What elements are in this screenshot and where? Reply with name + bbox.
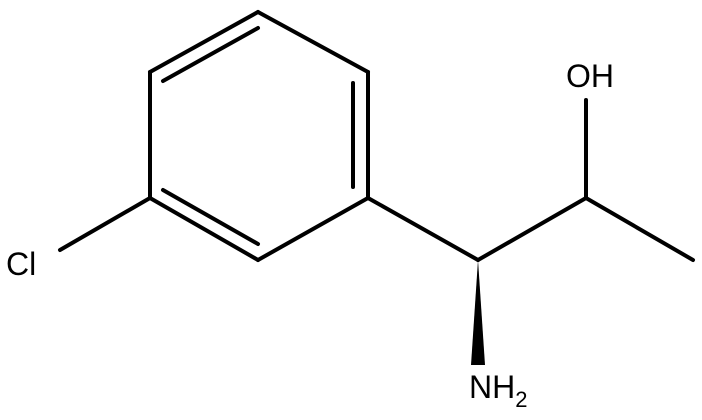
- ring-bond-1: [256, 10, 370, 74]
- benzene-ring: [148, 10, 370, 262]
- ring-to-stereocenter-bond: [366, 196, 480, 262]
- ring-inner-double-1: [161, 26, 260, 83]
- amine-label-subscript: 2: [515, 387, 527, 412]
- chlorine-label: Cl: [6, 246, 36, 282]
- amine-label-main: NH: [469, 369, 515, 405]
- stereocenter-to-carbinol-bond: [476, 196, 588, 262]
- cl-bond: [58, 196, 152, 252]
- amine-label: NH2: [469, 369, 527, 412]
- ring-bond-4: [148, 196, 260, 262]
- ring-bond-3: [256, 196, 370, 262]
- chain-bonds: [58, 98, 695, 262]
- ring-bond-6: [148, 10, 260, 74]
- ring-inner-double-3: [161, 188, 260, 246]
- carbinol-to-methyl-bond: [584, 196, 695, 262]
- hydroxyl-label: OH: [566, 58, 614, 94]
- wedge-bond-to-nh2: [471, 260, 485, 365]
